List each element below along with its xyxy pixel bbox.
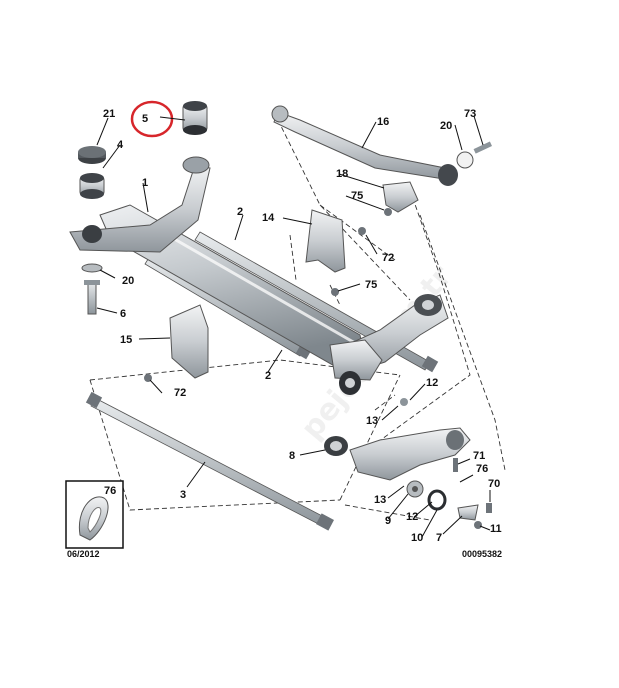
label-part-12-upper: 12 xyxy=(426,377,438,389)
bush-9 xyxy=(406,480,424,498)
panhard-bar xyxy=(271,105,458,186)
label-part-11: 11 xyxy=(490,523,502,535)
label-part-8: 8 xyxy=(289,450,295,462)
bracket-18 xyxy=(382,181,419,213)
bush-4 xyxy=(79,173,105,199)
part-labels: 5 21 4 1 20 6 2 2 3 14 15 16 18 75 72 75… xyxy=(103,108,502,544)
washer-12-upper xyxy=(400,398,408,406)
seal-10 xyxy=(427,489,447,511)
label-part-72-lower: 72 xyxy=(174,387,186,399)
bolt-11 xyxy=(474,521,482,529)
label-part-13-lower: 13 xyxy=(374,494,386,506)
highlight-circle-part-5 xyxy=(130,100,174,138)
bearing-8 xyxy=(324,436,348,456)
label-part-12-lower: 12 xyxy=(406,511,418,523)
label-part-20-right: 20 xyxy=(440,120,452,132)
label-part-2-upper: 2 xyxy=(237,206,243,218)
label-part-3: 3 xyxy=(180,489,186,501)
label-part-2-lower: 2 xyxy=(265,370,271,382)
label-part-5: 5 xyxy=(142,113,148,125)
label-part-14: 14 xyxy=(262,212,275,224)
label-part-73: 73 xyxy=(464,108,476,120)
inset-part-76 xyxy=(65,480,124,549)
label-part-16: 16 xyxy=(377,116,389,128)
label-part-13-upper: 13 xyxy=(366,415,378,427)
label-part-4: 4 xyxy=(117,139,124,151)
bolt-73 xyxy=(473,141,493,154)
bush-5 xyxy=(182,101,208,135)
bracket-7 xyxy=(457,504,479,521)
leader-lines xyxy=(96,115,491,538)
assembly-dashed-lines xyxy=(89,119,506,521)
inset-label: 76 xyxy=(104,485,116,497)
bolt-6 xyxy=(84,280,100,315)
bolt-75-upper xyxy=(384,208,392,216)
reference-number: 00095382 xyxy=(462,549,502,559)
label-part-6: 6 xyxy=(120,308,126,320)
label-part-75-upper: 75 xyxy=(351,190,363,202)
label-part-70: 70 xyxy=(488,478,500,490)
label-part-20-left: 20 xyxy=(122,275,134,287)
label-part-75-lower: 75 xyxy=(365,279,377,291)
label-part-21: 21 xyxy=(103,108,115,120)
label-part-9: 9 xyxy=(385,515,391,527)
bolt-71 xyxy=(453,458,458,472)
label-part-71: 71 xyxy=(473,450,485,462)
label-part-1: 1 xyxy=(142,177,148,189)
label-part-10: 10 xyxy=(411,532,423,544)
axle-beam xyxy=(69,156,449,395)
washer-20-left xyxy=(81,263,103,273)
hub-carrier xyxy=(349,427,471,481)
washer-20-right xyxy=(456,151,474,169)
label-part-18: 18 xyxy=(336,168,348,180)
label-part-76: 76 xyxy=(476,463,488,475)
heat-shield-14 xyxy=(305,209,366,296)
label-part-72-upper: 72 xyxy=(382,252,394,264)
torsion-bar xyxy=(85,391,334,531)
heat-shield-15 xyxy=(144,304,209,382)
label-part-7: 7 xyxy=(436,532,442,544)
bolt-70 xyxy=(486,503,492,513)
date-code: 06/2012 xyxy=(67,549,100,559)
label-part-15: 15 xyxy=(120,334,132,346)
bump-stop-21 xyxy=(78,146,106,164)
